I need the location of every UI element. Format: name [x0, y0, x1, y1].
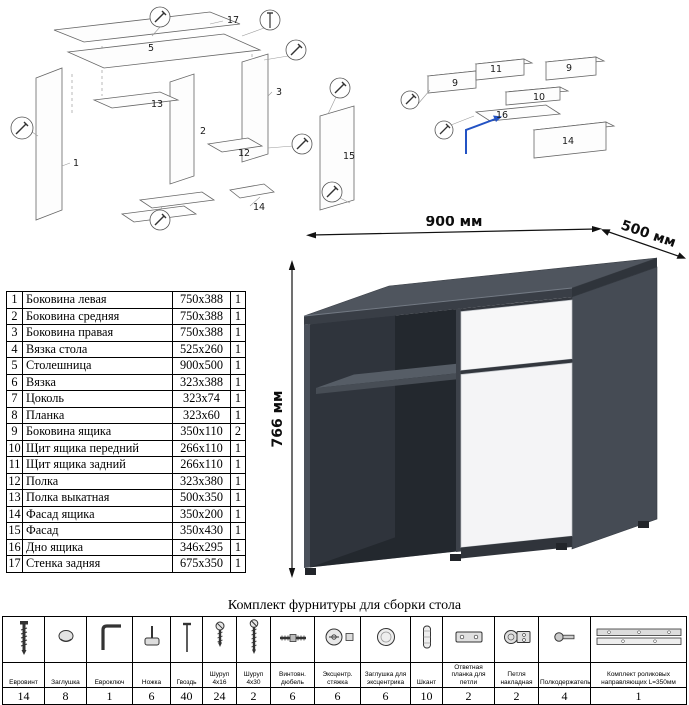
exploded-desk-diagram: 17 5 3 13 2 12 15 1 14	[10, 6, 355, 231]
cap-icon	[58, 630, 73, 642]
right-side-panel	[571, 266, 658, 550]
top-gap	[461, 297, 572, 312]
part-number-label: 12	[238, 148, 250, 159]
part-number-label: 14	[562, 136, 574, 147]
part-number-label: 13	[151, 99, 163, 110]
desk-parts-outlines	[35, 11, 355, 223]
part-number-labels: 17 5 3 13 2 12 15 1 14	[73, 15, 355, 213]
part-number-label: 11	[490, 64, 502, 75]
part-number-label: 16	[496, 110, 508, 121]
hardware-qty-row: 14 8 1 6 40 24 2 6 6 6 10 2 2 4 1	[2, 687, 687, 705]
middle-panel-edge	[456, 308, 461, 552]
hardware-kit-title: Комплект фурнитуры для сборки стола	[227, 598, 462, 613]
desk-3d-view: 900 мм 500 мм 766 мм	[270, 216, 686, 578]
dim-height-label: 766 мм	[270, 391, 286, 448]
cam-cap-icon	[376, 628, 395, 646]
part-number-label: 14	[253, 202, 265, 213]
part-number-label: 9	[566, 63, 572, 74]
hinge-icon	[503, 630, 530, 644]
left-panel-front-edge	[304, 324, 310, 568]
nail-icon	[182, 622, 191, 652]
screw-short-icon	[215, 621, 224, 647]
desk-feet	[305, 521, 649, 575]
screw-long-icon	[249, 619, 258, 654]
dim-width-label: 900 мм	[426, 216, 483, 230]
part-number-label: 1	[73, 158, 79, 169]
screw-callouts	[400, 89, 475, 140]
part-number-label: 10	[533, 92, 545, 103]
door-front	[460, 362, 573, 548]
part-number-label: 3	[276, 87, 282, 98]
drawer-bottom-guide-arrow	[465, 115, 502, 154]
dim-height: 766 мм	[270, 260, 296, 578]
label-leader-lines	[61, 20, 273, 207]
screw-callouts	[10, 6, 351, 231]
wood-dowel-icon	[422, 625, 431, 649]
drawer-slides-icon	[596, 628, 681, 645]
plinth	[461, 536, 572, 559]
drawer-front	[460, 299, 573, 371]
part-number-label: 5	[148, 43, 154, 54]
left-panel-inner-face	[310, 294, 395, 568]
hinge-plate-icon	[455, 631, 482, 643]
part-number-label: 2	[200, 126, 206, 137]
hardware-table: Евровинт Заглушка Евроключ Ножка Гвоздь …	[2, 616, 687, 705]
drawer-parts-outlines	[426, 56, 616, 159]
cam-lock-icon	[325, 628, 353, 646]
hex-key-icon	[100, 624, 121, 650]
part-number-label: 15	[343, 151, 355, 162]
keyboard-tray	[316, 359, 494, 394]
drawer-unit	[456, 297, 573, 559]
exploded-drawer-diagram: 9 11 9 10 16 14	[400, 56, 616, 159]
hardware-names-row: Евровинт Заглушка Евроключ Ножка Гвоздь …	[2, 661, 687, 689]
compartment-shadow	[310, 308, 461, 568]
dim-depth: 500 мм	[601, 217, 686, 259]
dim-width: 900 мм	[306, 216, 602, 239]
hardware-icons-row	[2, 616, 687, 663]
dowel-screw-icon	[279, 634, 306, 642]
euro-screw-icon	[19, 621, 28, 655]
desk-top	[303, 257, 658, 325]
part-number-labels: 9 11 9 10 16 14	[452, 63, 574, 147]
shelf-pin-icon	[553, 632, 574, 642]
part-number-label: 9	[452, 78, 458, 89]
foot-icon	[144, 626, 159, 646]
part-number-label: 17	[227, 15, 239, 26]
drawer-door-gap	[461, 359, 572, 375]
